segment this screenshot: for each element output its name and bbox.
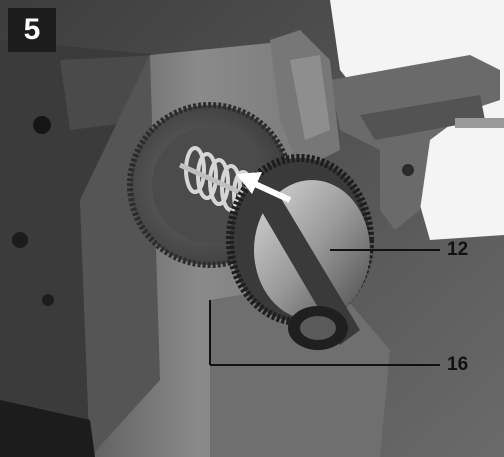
figure-number-badge: 5 bbox=[8, 8, 56, 52]
callout-label-12: 12 bbox=[447, 239, 469, 260]
callout-label-16: 16 bbox=[447, 354, 469, 375]
screw-hole bbox=[33, 116, 51, 134]
arrow-left-up-icon bbox=[236, 172, 292, 203]
